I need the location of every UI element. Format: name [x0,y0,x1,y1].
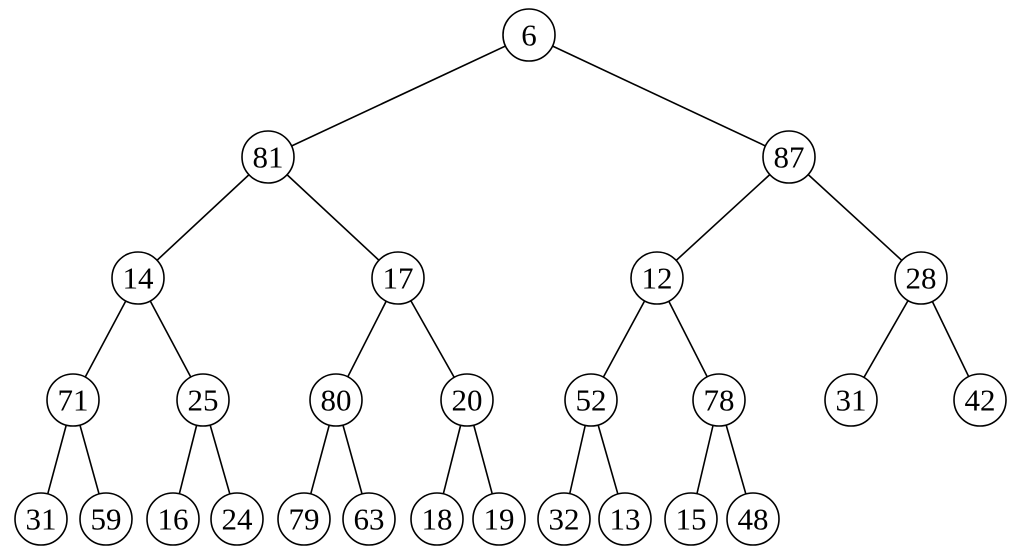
node-circle [894,251,948,305]
node-circle [410,492,464,546]
node-circle [309,373,363,427]
node-label: 48 [738,502,769,537]
tree-node-14: 42 [953,373,1007,427]
node-circle [664,492,718,546]
node-circle [342,492,396,546]
tree-node-18: 24 [210,492,264,546]
node-label: 19 [484,502,515,537]
tree-node-11: 52 [564,373,618,427]
node-label: 52 [576,383,607,418]
node-circle [440,373,494,427]
node-label: 78 [704,383,735,418]
tree-edge [788,156,922,279]
node-circle [210,492,264,546]
node-circle [241,130,295,184]
tree-node-0: 6 [502,8,556,62]
node-circle [146,492,200,546]
node-circle [472,492,526,546]
tree-node-25: 15 [664,492,718,546]
tree-edge [656,156,790,279]
node-label: 16 [158,502,189,537]
node-label: 79 [289,502,320,537]
tree-node-26: 48 [726,492,780,546]
node-circle [79,492,133,546]
tree-node-9: 80 [309,373,363,427]
tree-node-19: 79 [277,492,331,546]
node-label: 31 [26,502,57,537]
tree-edge [267,156,399,279]
node-circle [537,492,591,546]
node-circle [726,492,780,546]
node-label: 59 [91,502,122,537]
node-label: 6 [521,18,537,53]
node-circle [111,251,165,305]
tree-node-5: 12 [630,251,684,305]
node-label: 28 [906,261,937,296]
node-label: 25 [188,383,219,418]
node-circle [14,492,68,546]
node-circle [692,373,746,427]
node-label: 20 [452,383,483,418]
tree-node-6: 28 [894,251,948,305]
tree-edge [267,34,530,158]
tree-node-22: 19 [472,492,526,546]
tree-node-24: 13 [598,492,652,546]
node-label: 63 [354,502,385,537]
node-circle [502,8,556,62]
node-label: 81 [253,140,284,175]
node-circle [824,373,878,427]
node-circle [762,130,816,184]
node-label: 15 [676,502,707,537]
node-label: 42 [965,383,996,418]
node-label: 87 [774,140,805,175]
node-label: 12 [642,261,673,296]
node-circle [176,373,230,427]
node-circle [564,373,618,427]
tree-node-1: 81 [241,130,295,184]
tree-node-3: 14 [111,251,165,305]
tree-edge [528,34,790,158]
node-label: 80 [321,383,352,418]
node-circle [598,492,652,546]
tree-node-13: 31 [824,373,878,427]
tree-node-2: 87 [762,130,816,184]
node-label: 17 [383,261,414,296]
tree-node-23: 32 [537,492,591,546]
node-label: 32 [549,502,580,537]
tree-node-21: 18 [410,492,464,546]
tree-edge [137,156,269,279]
nodes-layer: 6 81 87 14 17 12 28 71 25 80 20 52 78 31 42 31 59 16 24 79 6… [14,8,1007,546]
tree-node-20: 63 [342,492,396,546]
node-label: 18 [422,502,453,537]
node-circle [371,251,425,305]
tree-node-17: 16 [146,492,200,546]
node-circle [630,251,684,305]
node-label: 24 [222,502,254,537]
tree-node-10: 20 [440,373,494,427]
tree-node-16: 59 [79,492,133,546]
node-circle [953,373,1007,427]
tree-node-12: 78 [692,373,746,427]
tree-node-8: 25 [176,373,230,427]
tree-node-7: 71 [46,373,100,427]
edges-layer [40,34,981,520]
node-label: 31 [836,383,867,418]
tree-node-15: 31 [14,492,68,546]
node-label: 71 [58,383,89,418]
tree-node-4: 17 [371,251,425,305]
node-circle [46,373,100,427]
node-label: 14 [123,261,155,296]
node-label: 13 [610,502,641,537]
node-circle [277,492,331,546]
